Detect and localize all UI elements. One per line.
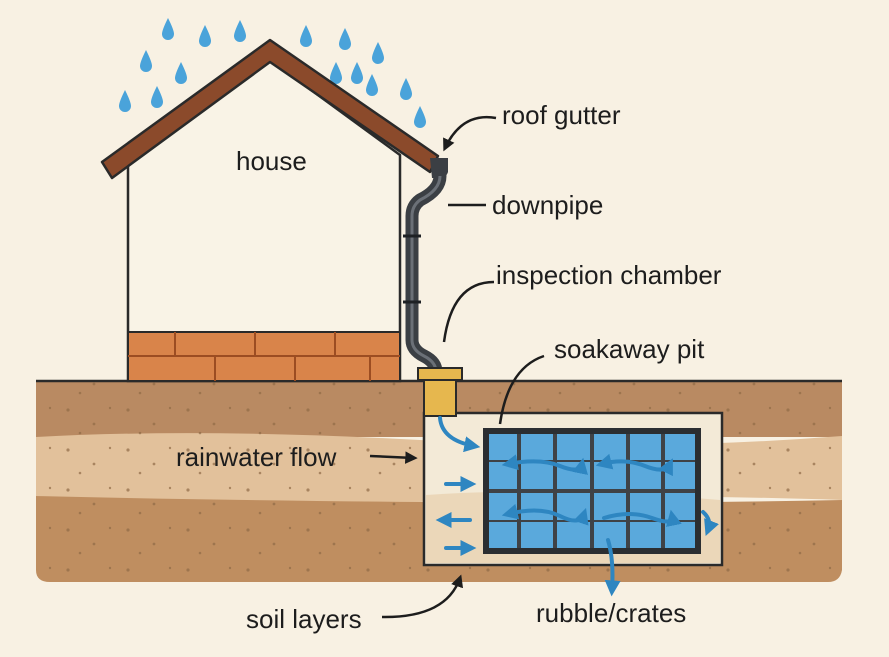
leader-soil-layers (381, 574, 464, 619)
roof-gutter-label: roof gutter (502, 100, 621, 130)
crates (483, 428, 701, 554)
water-arrow-icon (701, 510, 719, 536)
inspection-chamber (417, 367, 463, 417)
soil-layers-label: soil layers (246, 604, 362, 634)
leader-soakaway-pit (498, 354, 545, 425)
drainage-pipe (403, 158, 448, 379)
raindrop-icon (199, 25, 211, 47)
soakaway-pit-label: soakaway pit (554, 334, 705, 364)
rubble-crates-label: rubble/crates (536, 598, 687, 628)
raindrop-icon (140, 50, 152, 72)
crate-frame-outer (483, 428, 701, 554)
water-arrow-icon (595, 453, 673, 477)
roof (100, 38, 440, 180)
downpipe-highlight (410, 175, 442, 373)
chamber-body (423, 379, 457, 417)
raindrop-icon (414, 106, 426, 128)
raindrop-icon (366, 74, 378, 96)
raindrop-icon (162, 18, 174, 40)
downpipe-label: downpipe (492, 190, 604, 220)
house-label: house (236, 146, 307, 176)
raindrop-icon (175, 62, 187, 84)
leader-inspection-chamber (442, 280, 495, 343)
water-flow (435, 416, 719, 597)
leader-roof-gutter (443, 115, 497, 152)
raindrop-icon (339, 28, 351, 50)
raindrops (119, 18, 426, 128)
raindrop-icon (151, 86, 163, 108)
water-arrow-icon (438, 416, 481, 453)
inspection-chamber-label: inspection chamber (496, 260, 722, 290)
brick-lines (128, 332, 400, 381)
raindrop-icon (400, 78, 412, 100)
leader-lines (369, 115, 545, 619)
rainwater-flow-label: rainwater flow (176, 442, 337, 472)
raindrop-icon (300, 25, 312, 47)
leader-rainwater-flow (369, 451, 418, 464)
raindrop-icon (330, 62, 342, 84)
water-arrow-icon (501, 503, 589, 526)
raindrop-icon (119, 90, 131, 112)
water-arrow-icon (604, 538, 621, 597)
water-arrow-icon (501, 454, 588, 475)
raindrop-icon (372, 42, 384, 64)
water-arrow-icon (602, 509, 682, 527)
chamber-lid (417, 367, 463, 381)
house (100, 38, 440, 383)
raindrop-icon (351, 62, 363, 84)
raindrop-icon (234, 20, 246, 42)
